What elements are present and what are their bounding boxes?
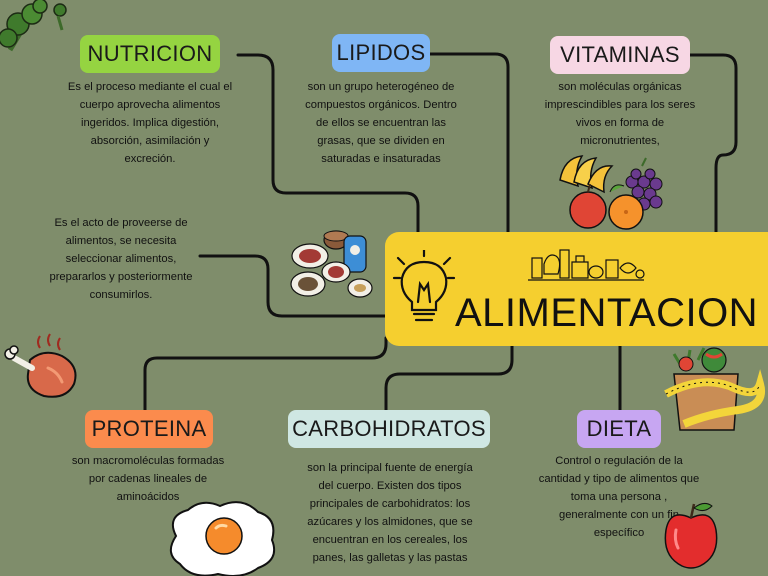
node-carbohidratos: CARBOHIDRATOS <box>288 410 490 448</box>
desc-line: alimentos, se necesita <box>65 235 177 247</box>
node-dieta-label: DIETA <box>586 416 652 441</box>
desc-line: ingeridos. Implica digestión, <box>80 117 220 129</box>
nutricion-description: Es el proceso mediante el cual el cuerpo… <box>40 78 260 168</box>
desc-line: Control o regulación de la <box>555 455 683 467</box>
desc-line: son macromoléculas formadas <box>71 455 225 467</box>
vitaminas-description: son moléculas orgánicas imprescindibles … <box>515 78 725 150</box>
carbohidratos-description: son la principal fuente de energía del c… <box>280 459 500 567</box>
desc-line: son la principal fuente de energía <box>307 462 473 474</box>
desc-line: consumirlos. <box>89 289 153 301</box>
lipidos-description: son un grupo heterogéneo de compuestos o… <box>288 78 474 168</box>
desc-line: son moléculas orgánicas <box>558 81 682 93</box>
desc-line: por cadenas lineales de <box>88 473 208 485</box>
desc-line: aminoácidos <box>116 491 180 503</box>
desc-line: grasas, que se dividen en <box>317 135 445 147</box>
alimentacion-definition: Es el acto de proveerse de alimentos, se… <box>16 214 226 304</box>
node-vitaminas: VITAMINAS <box>550 36 690 74</box>
dieta-description: Control o regulación de la cantidad y ti… <box>512 452 726 542</box>
node-proteina-label: PROTEINA <box>91 416 207 441</box>
desc-line: Es el proceso mediante el cual el <box>67 81 233 93</box>
groceries-icon <box>528 249 645 281</box>
meal-plates-icon <box>290 230 373 298</box>
node-carbohidratos-label: CARBOHIDRATOS <box>292 416 486 441</box>
desc-line: de ellos se encuentran las <box>316 117 446 129</box>
broccoli-icon <box>0 0 67 52</box>
chicken-leg-icon <box>4 333 77 398</box>
desc-line: son un grupo heterogéneo de <box>307 81 455 93</box>
connector-proteina <box>143 336 388 412</box>
desc-line: saturadas e insaturadas <box>321 153 441 165</box>
desc-line: micronutrientes, <box>580 135 660 147</box>
desc-line: cantidad y tipo de alimentos que <box>538 473 700 485</box>
node-nutricion-label: NUTRICION <box>87 41 213 66</box>
desc-line: específico <box>593 527 645 539</box>
desc-line: panes, las galletas y las pastas <box>312 552 468 564</box>
node-vitaminas-label: VITAMINAS <box>560 42 680 67</box>
desc-line: prepararlos y posteriormente <box>49 271 193 283</box>
node-lipidos-label: LIPIDOS <box>336 40 426 65</box>
desc-line: imprescindibles para los seres <box>544 99 696 111</box>
node-dieta: DIETA <box>577 410 661 448</box>
apple-icon <box>664 502 718 569</box>
desc-line: cuerpo aprovecha alimentos <box>79 99 221 111</box>
desc-line: principales de carbohidratos: los <box>309 498 471 510</box>
lightbulb-icon <box>392 250 456 322</box>
proteina-description: son macromoléculas formadas por cadenas … <box>42 452 254 506</box>
fried-egg-icon <box>169 501 276 576</box>
desc-line: encuentran en los cereales, los <box>312 534 468 546</box>
connector-carbohidratos <box>384 344 514 414</box>
fruit-basket-icon <box>559 155 663 230</box>
desc-line: generalmente con un fin <box>558 509 680 521</box>
desc-line: compuestos orgánicos. Dentro <box>305 99 457 111</box>
desc-line: Es el acto de proveerse de <box>54 217 188 229</box>
desc-line: vivos en forma de <box>575 117 665 129</box>
vegetable-bag-icon <box>664 347 765 431</box>
central-title: ALIMENTACION <box>455 291 759 335</box>
desc-line: azúcares y los almidones, que se <box>307 516 473 528</box>
desc-line: del cuerpo. Existen dos tipos <box>318 480 462 492</box>
node-proteina: PROTEINA <box>85 410 213 448</box>
node-nutricion: NUTRICION <box>80 35 220 73</box>
desc-line: toma una persona , <box>570 491 668 503</box>
central-node <box>385 232 768 346</box>
node-lipidos: LIPIDOS <box>332 34 430 72</box>
desc-line: seleccionar alimentos, <box>65 253 177 265</box>
desc-line: excreción. <box>124 153 176 165</box>
desc-line: absorción, asimilación y <box>90 135 210 147</box>
